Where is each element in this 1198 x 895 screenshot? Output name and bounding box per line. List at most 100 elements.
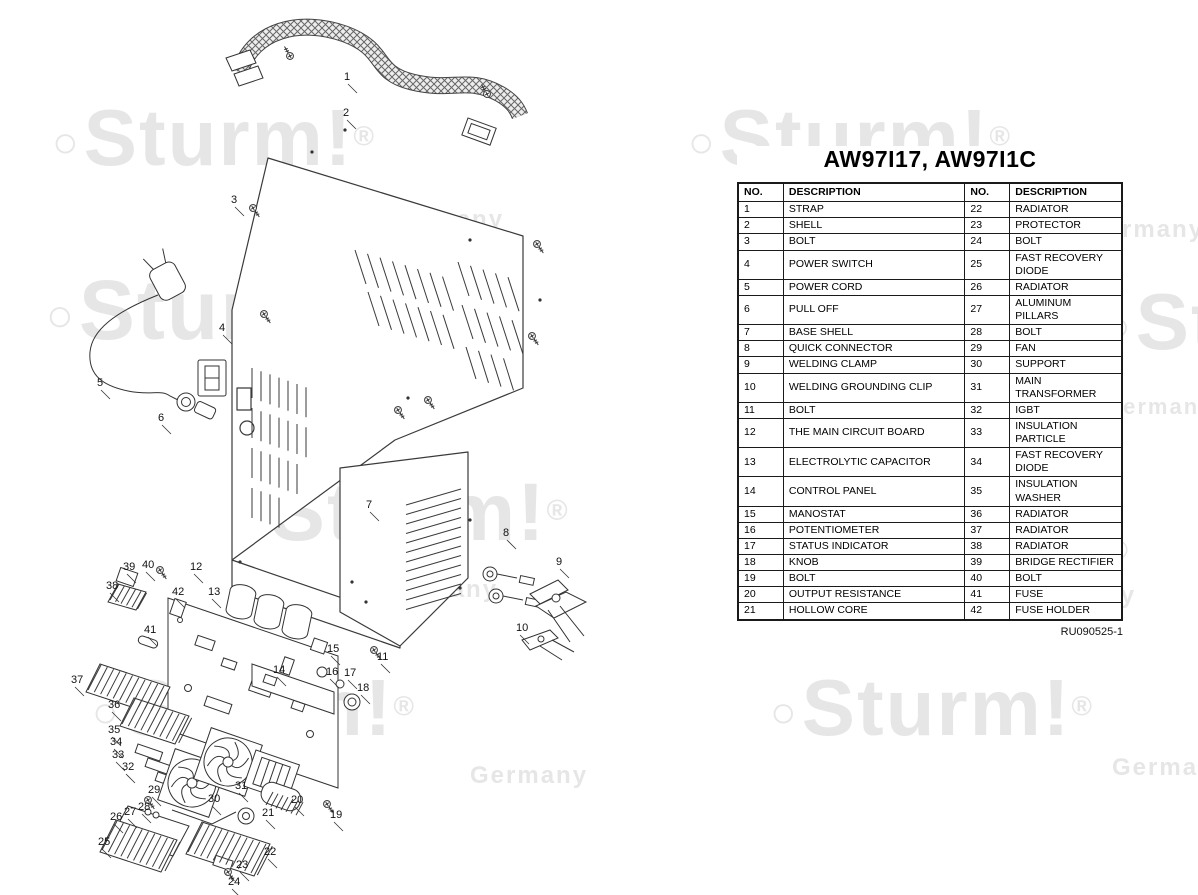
exploded-parts-diagram: 1234567891011121314151617181920212223242…	[71, 18, 588, 895]
hollow-core	[237, 807, 255, 825]
part-number: 37	[964, 521, 1011, 539]
part-description: RADIATOR	[1009, 201, 1123, 219]
base-shell-panel	[339, 451, 469, 647]
part-callout-9: 9	[556, 556, 562, 568]
part-description: MAIN TRANSFORMER	[1009, 372, 1123, 403]
part-description: RADIATOR	[1009, 521, 1123, 539]
part-number: 21	[737, 602, 784, 620]
part-callout-16: 16	[326, 666, 338, 678]
housing-panels	[231, 157, 524, 649]
watermark-country: Germany	[1112, 754, 1198, 781]
bridge-rectifier	[115, 566, 139, 588]
part-description: POTENTIOMETER	[782, 521, 966, 539]
grounding-clip	[521, 629, 575, 661]
part-description: POWER SWITCH	[782, 249, 966, 280]
part-description: FAST RECOVERY DIODE	[1009, 249, 1123, 280]
part-callout-8: 8	[503, 527, 509, 539]
support	[171, 809, 237, 825]
part-number: 32	[964, 401, 1011, 419]
part-description: BOLT	[1009, 233, 1123, 251]
part-description: BOLT	[782, 570, 966, 588]
part-callout-19: 19	[330, 809, 342, 821]
part-callout-31: 31	[235, 780, 247, 792]
knob	[343, 693, 361, 711]
part-callout-4: 4	[219, 322, 225, 334]
part-description: SUPPORT	[1009, 356, 1123, 374]
part-description: FAST RECOVERY DIODE	[1009, 447, 1123, 478]
power-cord	[89, 294, 179, 401]
part-callout-37: 37	[71, 674, 83, 686]
part-number: 31	[964, 372, 1011, 403]
part-callout-6: 6	[158, 412, 164, 424]
part-description: PULL OFF	[782, 294, 966, 326]
part-callout-41: 41	[144, 624, 156, 636]
part-number: 28	[964, 324, 1011, 342]
part-callout-14: 14	[273, 664, 285, 676]
fuse-holder	[169, 597, 187, 619]
column-header: DESCRIPTION	[1009, 182, 1123, 203]
part-number: 4	[737, 249, 784, 280]
part-number: 5	[737, 278, 784, 296]
part-description: KNOB	[782, 553, 966, 572]
part-description: PROTECTOR	[1009, 217, 1123, 235]
part-callout-33: 33	[112, 749, 124, 761]
manostat	[309, 637, 329, 655]
part-number: 39	[964, 553, 1011, 572]
part-description: WELDING CLAMP	[782, 356, 966, 374]
part-number: 22	[964, 201, 1011, 219]
screw-holes	[238, 128, 542, 604]
aluminum-pillars	[144, 808, 160, 819]
watermark-brand: ○Sturm!®	[770, 663, 1094, 752]
part-callout-5: 5	[97, 377, 103, 389]
part-callout-2: 2	[343, 107, 349, 119]
part-number: 9	[737, 356, 784, 374]
part-number: 41	[964, 586, 1011, 604]
part-callout-30: 30	[208, 793, 220, 805]
part-callout-36: 36	[108, 699, 120, 711]
part-number: 36	[964, 505, 1011, 523]
strap	[225, 18, 528, 146]
protector	[212, 854, 234, 872]
part-number: 33	[964, 417, 1011, 449]
part-callout-20: 20	[291, 794, 303, 806]
part-number: 20	[737, 586, 784, 604]
part-description: STRAP	[782, 201, 966, 219]
part-description: FUSE HOLDER	[1009, 602, 1123, 620]
power-plug	[142, 248, 186, 301]
radiator-fins	[87, 583, 304, 876]
part-number: 13	[737, 447, 784, 478]
part-description: BOLT	[782, 401, 966, 419]
part-number: 42	[964, 602, 1011, 620]
part-callout-17: 17	[344, 667, 356, 679]
part-number: 25	[964, 249, 1011, 280]
part-number: 19	[737, 570, 784, 588]
part-description: BOLT	[1009, 324, 1123, 342]
part-description: STATUS INDICATOR	[782, 537, 966, 556]
part-callout-29: 29	[148, 784, 160, 796]
part-description: IGBT	[1009, 401, 1123, 419]
part-description: BOLT	[1009, 570, 1123, 588]
part-number: 8	[737, 340, 784, 358]
part-callout-27: 27	[124, 806, 136, 818]
part-callout-38: 38	[106, 580, 118, 592]
part-number: 26	[964, 278, 1011, 296]
part-number: 6	[737, 294, 784, 326]
part-description: OUTPUT RESISTANCE	[782, 586, 966, 604]
potentiometer	[316, 666, 328, 678]
part-callout-32: 32	[122, 761, 134, 773]
part-description: BRIDGE RECTIFIER	[1009, 553, 1123, 572]
